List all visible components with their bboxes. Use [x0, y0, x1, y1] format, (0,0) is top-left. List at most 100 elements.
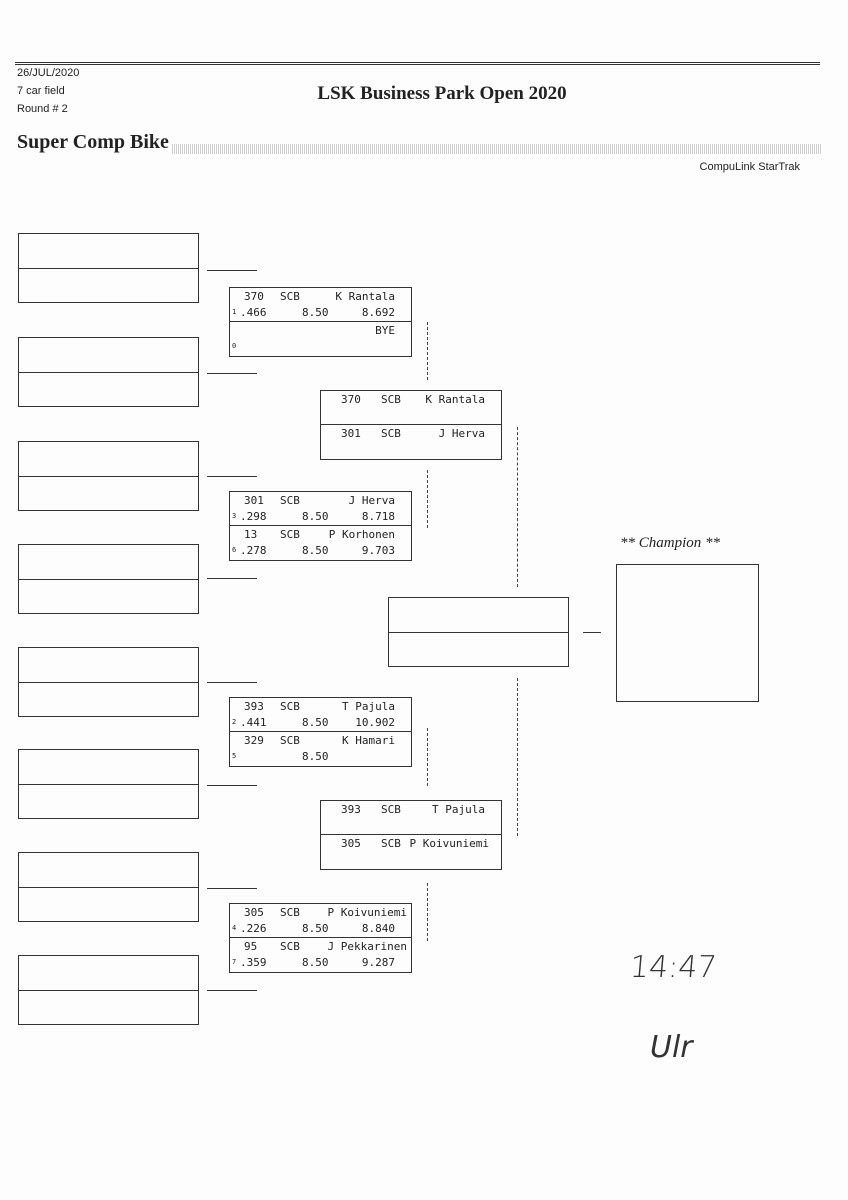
seed-text: 6: [232, 546, 237, 554]
slot-divider: [19, 579, 198, 580]
dashed-connector: [517, 427, 518, 587]
rt-text: .466: [240, 306, 267, 319]
rt-text: .278: [240, 544, 267, 557]
et-text: 9.703: [361, 544, 395, 557]
dashed-connector: [427, 470, 428, 528]
num-text: 329: [244, 734, 264, 747]
cls-text: SCB: [280, 528, 300, 541]
et-text: 8.718: [361, 510, 395, 523]
slot-divider: [19, 682, 198, 683]
name-text: K Hamari: [342, 734, 395, 747]
competitor-slot: 2 393 SCB T Pajula .441 8.50 10.902: [230, 698, 411, 732]
dial-text: 8.50: [302, 750, 329, 763]
num-text: 393: [244, 700, 264, 713]
seed-text: 5: [232, 752, 237, 760]
dial-text: 8.50: [302, 922, 329, 935]
connector: [583, 632, 601, 633]
seed-text: 1: [232, 308, 237, 316]
num-text: 95: [244, 940, 258, 953]
connector: [207, 373, 257, 374]
name-text: K Rantala: [335, 290, 395, 303]
round-number: Round # 2: [17, 103, 68, 115]
et-text: 10.902: [355, 716, 395, 729]
cls-text: SCB: [381, 393, 401, 406]
competitor-slot: 1 370 SCB K Rantala .466 8.50 8.692: [230, 288, 411, 322]
name-text: P Korhonen: [328, 528, 395, 541]
empty-slot: [18, 441, 199, 511]
name-text: P Koivuniemi: [409, 837, 489, 850]
competitor-slot: 370 SCB K Rantala: [321, 391, 501, 425]
dashed-connector: [427, 728, 428, 786]
connector: [207, 682, 257, 683]
connector: [207, 578, 257, 579]
num-text: 301: [244, 494, 264, 507]
handwritten-time: 14:47: [628, 950, 718, 985]
dial-text: 8.50: [302, 956, 329, 969]
rt-text: .226: [240, 922, 267, 935]
date: 26/JUL/2020: [17, 67, 80, 79]
seed-text: 7: [232, 958, 237, 966]
event-title: LSK Business Park Open 2020: [317, 83, 567, 104]
handwritten-initials: Ulr: [650, 1030, 693, 1065]
dial-text: 8.50: [302, 716, 329, 729]
et-text: 8.692: [361, 306, 395, 319]
slot-divider: [19, 372, 198, 373]
slot-divider: [19, 784, 198, 785]
connector: [207, 270, 257, 271]
cls-text: SCB: [280, 290, 300, 303]
name-text: T Pajula: [342, 700, 395, 713]
et-text: 8.840: [361, 922, 395, 935]
dial-text: 8.50: [302, 510, 329, 523]
name-text: J Herva: [438, 427, 485, 440]
dial-text: 8.50: [302, 544, 329, 557]
name-text: T Pajula: [432, 803, 485, 816]
cls-text: SCB: [381, 427, 401, 440]
name-text: P Koivuniemi: [327, 906, 407, 919]
empty-slot: [18, 544, 199, 614]
empty-slot: [18, 955, 199, 1025]
cls-text: SCB: [381, 837, 401, 850]
et-text: 9.287: [361, 956, 395, 969]
rt-text: .441: [240, 716, 267, 729]
connector: [207, 476, 257, 477]
slot-divider: [19, 268, 198, 269]
num-text: 370: [341, 393, 361, 406]
dial-text: 8.50: [302, 306, 329, 319]
empty-slot: [18, 337, 199, 407]
champion-label: ** Champion **: [620, 535, 721, 551]
seed-text: 4: [232, 924, 237, 932]
num-text: 393: [341, 803, 361, 816]
empty-slot: [18, 233, 199, 303]
cls-text: SCB: [280, 700, 300, 713]
rt-text: .298: [240, 510, 267, 523]
cls-text: SCB: [280, 734, 300, 747]
slot-divider: [19, 476, 198, 477]
competitor-slot: 5 329 SCB K Hamari 8.50: [230, 732, 411, 766]
slot-divider: [389, 632, 568, 633]
connector: [207, 785, 257, 786]
dashed-connector: [427, 883, 428, 941]
shaded-band: [172, 144, 822, 154]
name-text: J Herva: [348, 494, 395, 507]
empty-slot: [18, 852, 199, 922]
class-title: Super Comp Bike: [17, 131, 169, 153]
name-text: K Rantala: [425, 393, 485, 406]
top-rule: [15, 62, 820, 65]
cls-text: SCB: [280, 940, 300, 953]
seed-text: 2: [232, 718, 237, 726]
final-box: [388, 597, 569, 667]
connector: [207, 990, 257, 991]
num-text: 370: [244, 290, 264, 303]
name-text: BYE: [375, 324, 395, 337]
champion-box: [616, 564, 759, 702]
